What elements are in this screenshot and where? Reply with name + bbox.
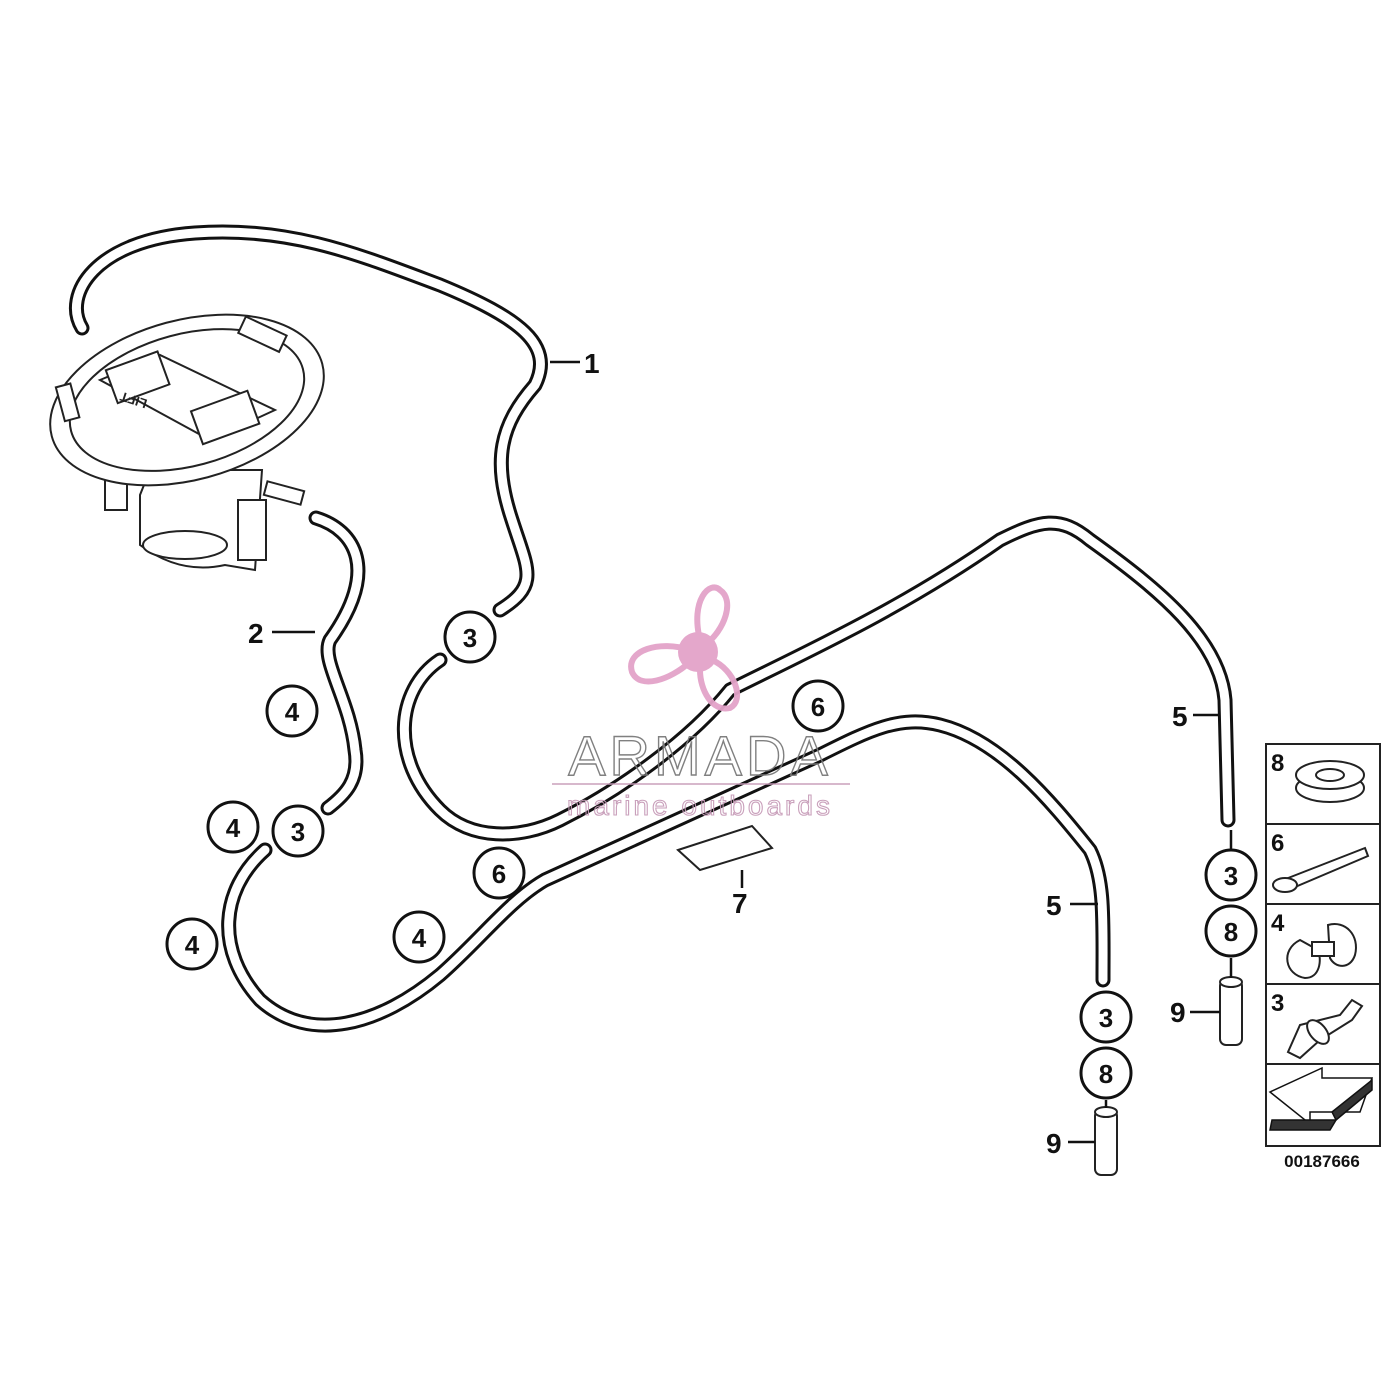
callout-7: 7 [732, 888, 748, 919]
ref-3-c: 3 [1204, 848, 1258, 902]
hose-upper-loop [396, 515, 1236, 842]
plug-9-lower-top [1094, 1106, 1118, 1118]
ref-3-a: 3 [443, 610, 497, 664]
ref-4-b: 4 [206, 800, 260, 854]
hose-connector-icon [1286, 998, 1364, 1060]
hose-2 [308, 510, 366, 816]
ref-3-b: 3 [271, 804, 325, 858]
svg-text:8: 8 [1224, 917, 1238, 947]
callout-2: 2 [248, 618, 264, 649]
hose-lower-loop [221, 714, 1111, 1033]
plug-9-upper-top [1219, 976, 1243, 988]
callout-5-lower: 5 [1046, 890, 1062, 921]
propeller-logo-icon [628, 584, 741, 712]
fuel-pump-unit: LIFT [49, 313, 325, 572]
ref-4-d: 4 [392, 910, 446, 964]
direction-arrow-icon [1268, 1066, 1374, 1131]
cable-tie-icon [1272, 846, 1370, 893]
legend-num-6: 6 [1271, 830, 1284, 857]
ref-4-c: 4 [165, 917, 219, 971]
watermark-tagline: marine outboards [567, 790, 833, 821]
watermark-brand: ARMADA [568, 724, 832, 787]
callout-9-lower: 9 [1046, 1128, 1062, 1159]
legend-num-8: 8 [1271, 750, 1284, 777]
svg-text:8: 8 [1099, 1059, 1113, 1089]
svg-text:4: 4 [185, 930, 200, 960]
grommet-icon [1295, 760, 1365, 803]
ref-6-b: 6 [472, 846, 526, 900]
plug-9-lower [1094, 1109, 1118, 1176]
legend-num-3: 3 [1271, 990, 1284, 1017]
diagram-id: 00187666 [1284, 1152, 1360, 1171]
ref-3-d: 3 [1079, 990, 1133, 1044]
armada-watermark: ARMADA marine outboards [552, 584, 850, 822]
svg-text:6: 6 [492, 859, 506, 889]
plug-9-upper [1219, 979, 1243, 1046]
ref-4-a: 4 [265, 684, 319, 738]
hose-1 [68, 224, 548, 618]
ref-8-a: 8 [1204, 904, 1258, 958]
svg-text:4: 4 [226, 813, 241, 843]
ref-6-a: 6 [791, 679, 845, 733]
callout-9-upper: 9 [1170, 997, 1186, 1028]
svg-text:4: 4 [285, 697, 300, 727]
svg-text:4: 4 [412, 923, 427, 953]
svg-text:6: 6 [811, 692, 825, 722]
callout-1: 1 [584, 348, 600, 379]
hose-clip-icon [1286, 923, 1357, 980]
svg-text:3: 3 [1224, 861, 1238, 891]
svg-text:3: 3 [291, 817, 305, 847]
parts-legend: 8 6 4 3 [1265, 743, 1381, 1147]
svg-text:3: 3 [463, 623, 477, 653]
ref-8-b: 8 [1079, 1046, 1133, 1100]
pad-7 [676, 824, 774, 872]
callout-5-upper: 5 [1172, 701, 1188, 732]
svg-text:3: 3 [1099, 1003, 1113, 1033]
legend-num-4: 4 [1271, 910, 1285, 937]
